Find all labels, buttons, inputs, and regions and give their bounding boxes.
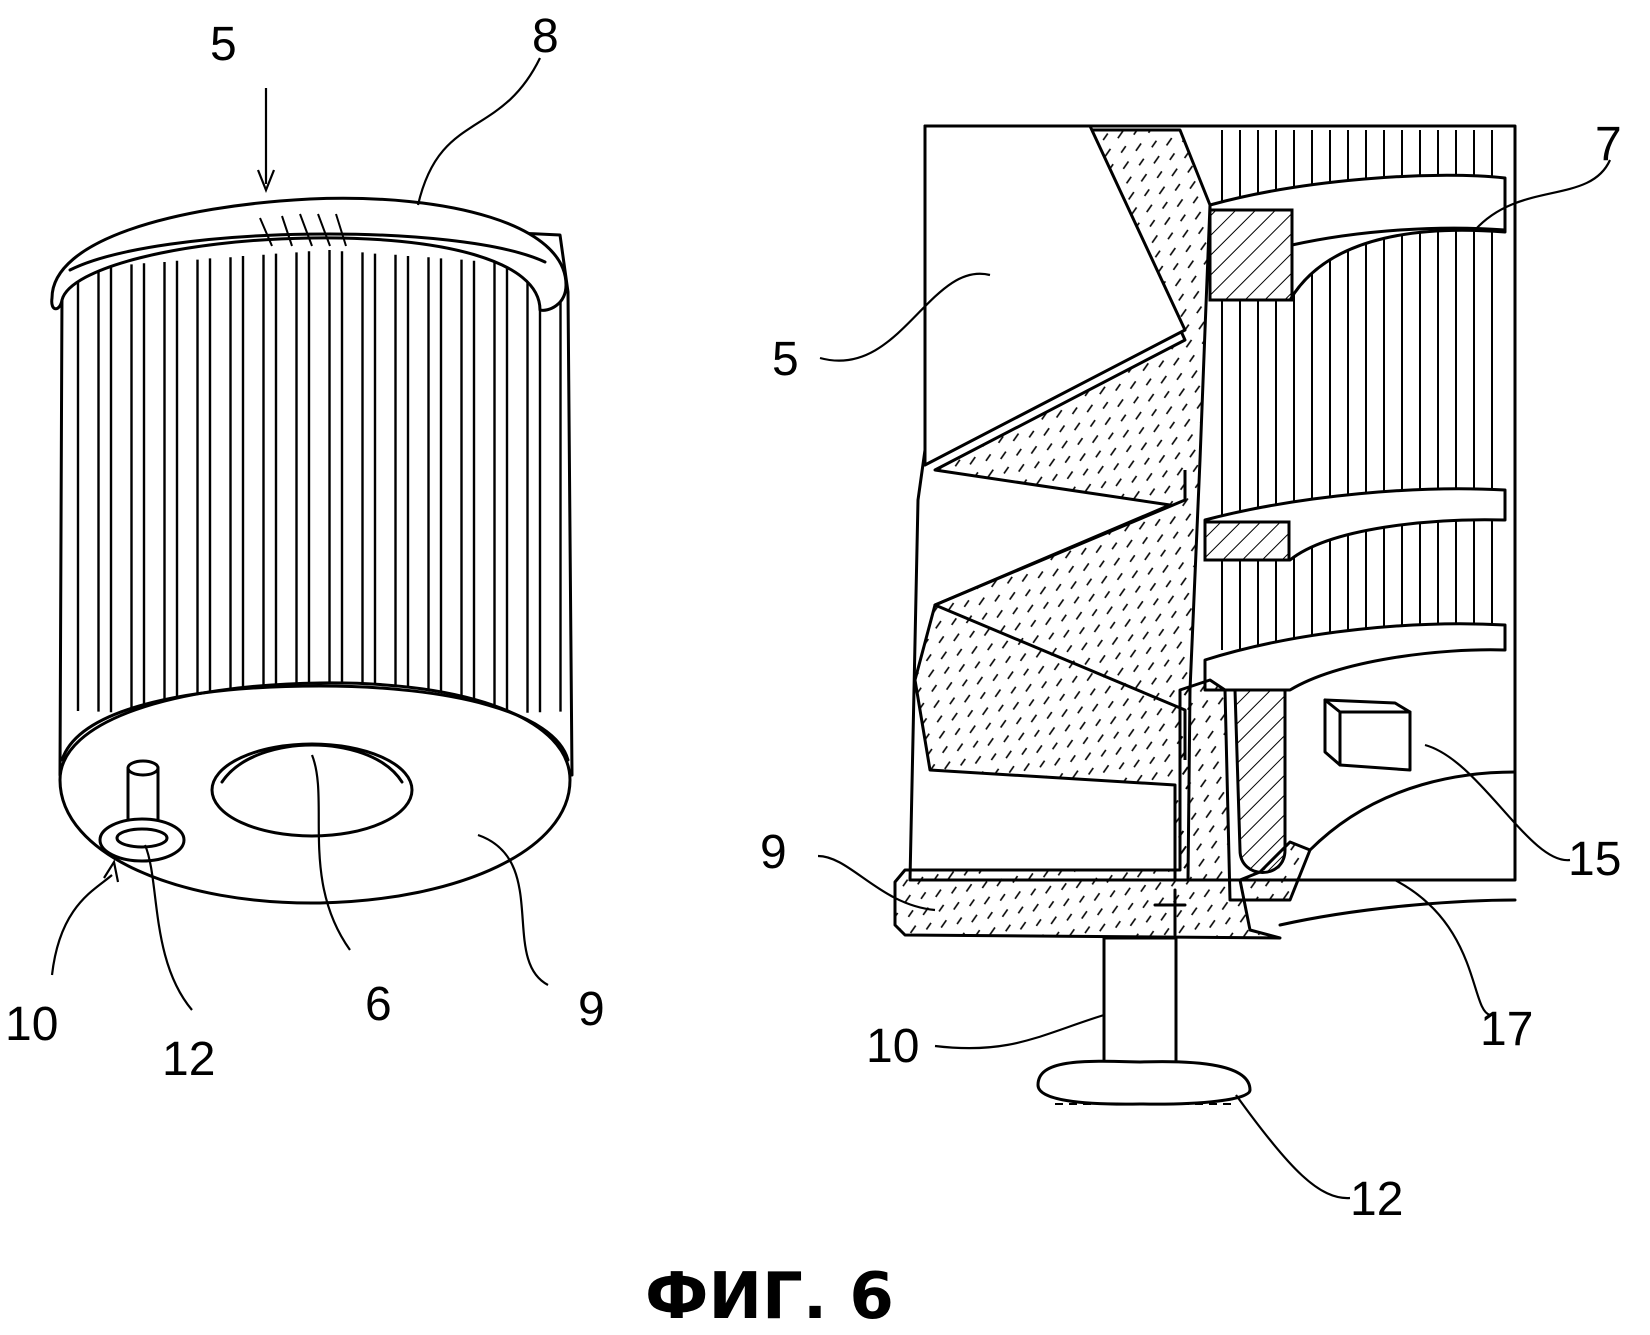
figure-caption: ФИГ. 6 bbox=[645, 1260, 894, 1334]
sectional-detail-right-view: 7 5 9 15 10 17 12 bbox=[760, 118, 1622, 1226]
left-view-callouts: 5 8 6 9 10 12 bbox=[5, 10, 605, 1086]
label-8-left: 8 bbox=[532, 10, 559, 63]
pleated-filter-body bbox=[58, 229, 574, 777]
label-9-right: 9 bbox=[760, 826, 787, 879]
pleat-lines bbox=[76, 250, 562, 720]
label-17-right: 17 bbox=[1480, 1003, 1533, 1056]
upper-end-disk-8 bbox=[50, 196, 568, 312]
rib-15 bbox=[1323, 698, 1412, 772]
label-6-left: 6 bbox=[365, 978, 392, 1031]
spigot-10-left bbox=[98, 759, 186, 863]
label-10-left: 10 bbox=[5, 998, 58, 1051]
support-ring-7 bbox=[1203, 173, 1507, 692]
zigzag-filter-media bbox=[913, 128, 1212, 882]
right-view-callouts: 7 5 9 15 10 17 12 bbox=[760, 118, 1622, 1226]
filter-cartridge-left-view: 5 8 6 9 10 12 bbox=[5, 10, 605, 1086]
label-10-right: 10 bbox=[866, 1020, 919, 1073]
contour-17 bbox=[1308, 770, 1517, 852]
label-12-right: 12 bbox=[1350, 1173, 1403, 1226]
label-12-left: 12 bbox=[162, 1033, 215, 1086]
label-7-right: 7 bbox=[1595, 118, 1622, 171]
label-15-right: 15 bbox=[1568, 833, 1621, 886]
label-5-right: 5 bbox=[772, 333, 799, 386]
lower-end-disk-9 bbox=[58, 681, 572, 905]
label-9-left: 9 bbox=[578, 983, 605, 1036]
spigot-10-section bbox=[1036, 936, 1252, 1106]
label-5-left: 5 bbox=[210, 18, 237, 71]
